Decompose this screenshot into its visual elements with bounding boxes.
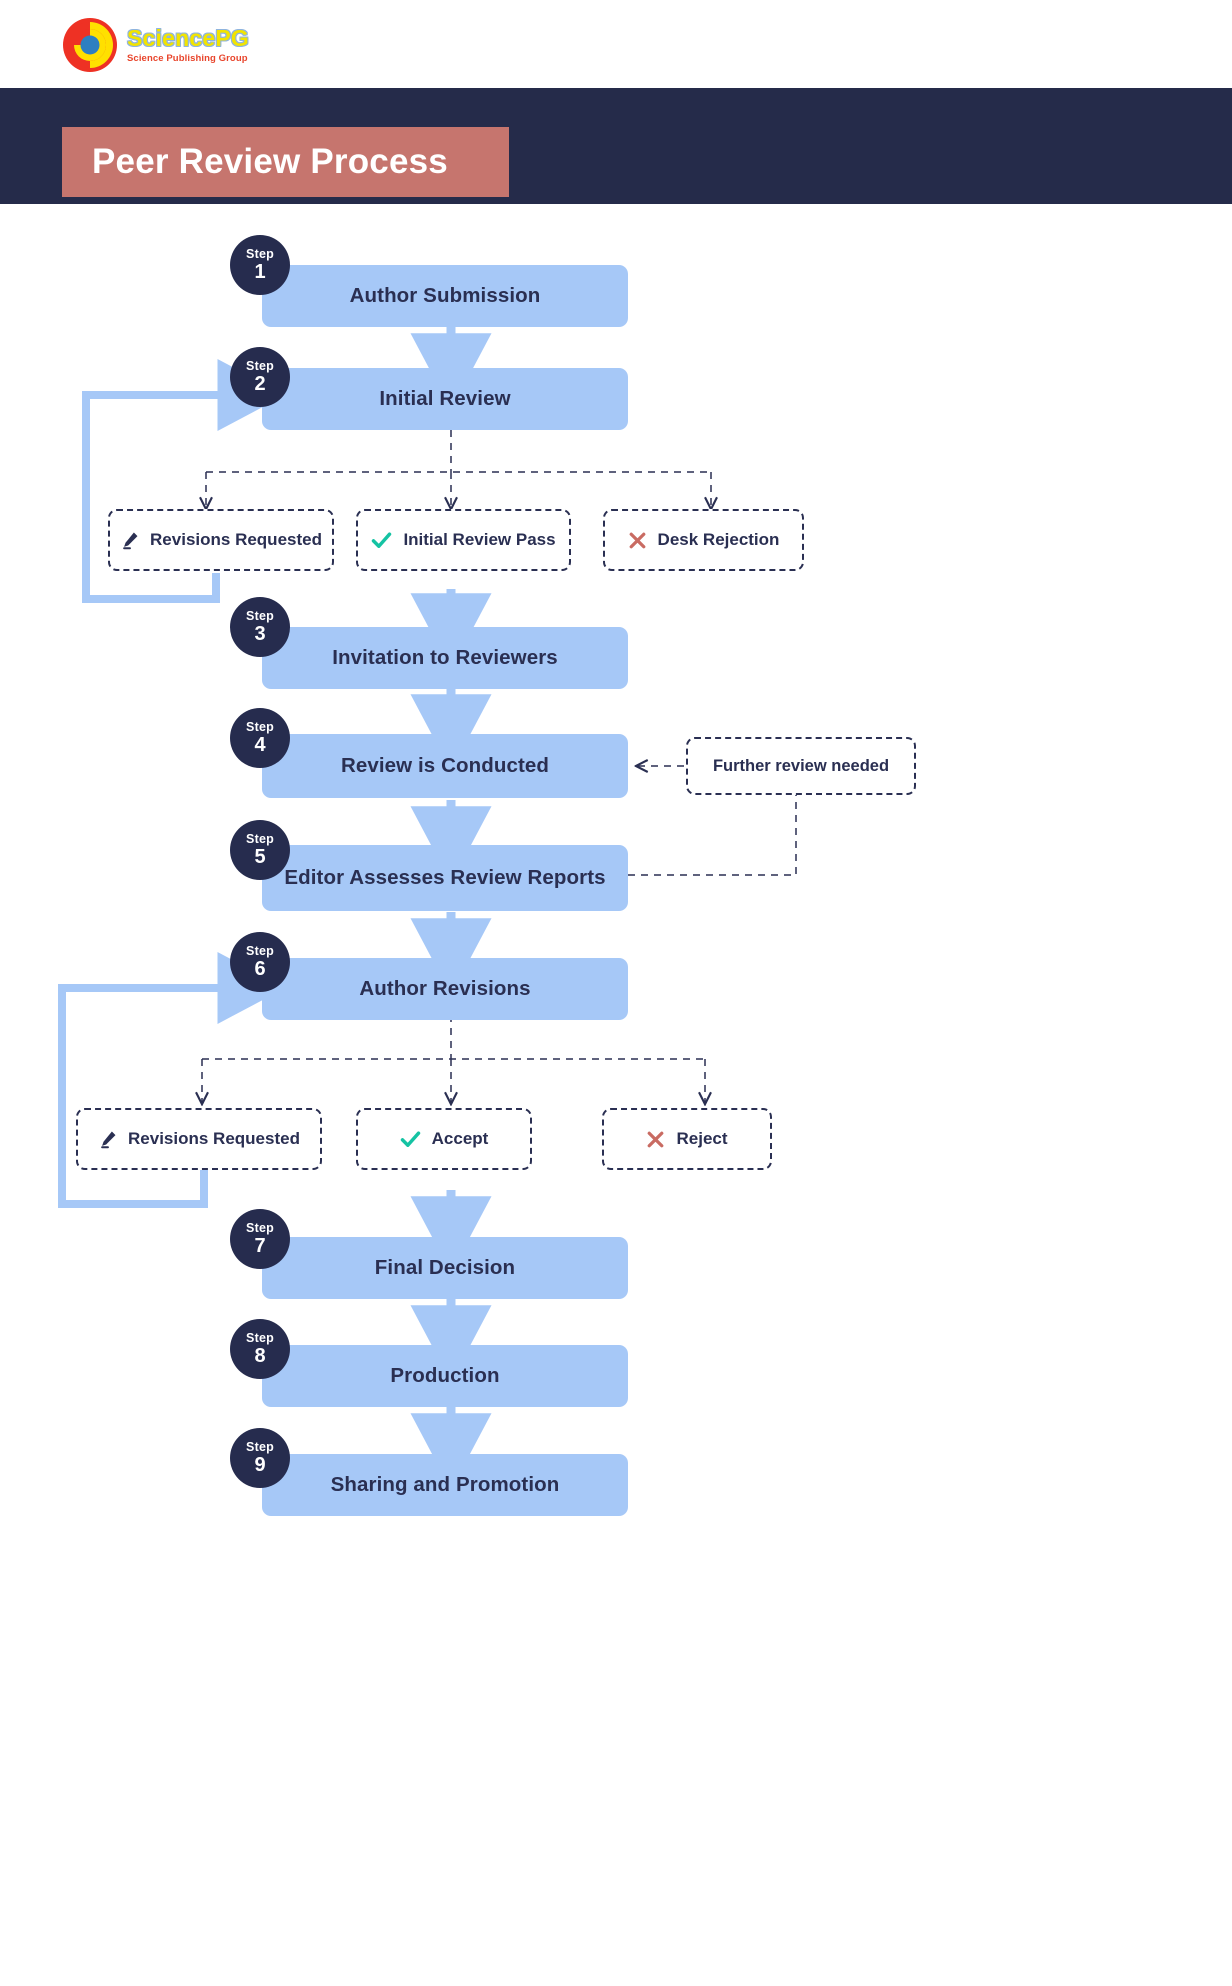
branch-desk-rejection[interactable]: Desk Rejection — [603, 509, 804, 571]
step-badge-9: Step 9 — [230, 1428, 290, 1488]
step-badge-number-5: 5 — [254, 846, 266, 869]
step-badge-number-9: 9 — [254, 1454, 266, 1477]
step-badge-label-1: Step — [246, 246, 274, 261]
step-badge-1: Step 1 — [230, 235, 290, 295]
site-logo[interactable]: SciencePG Science Publishing Group — [62, 17, 249, 73]
branch-label: Revisions Requested — [128, 1129, 300, 1148]
step-badge-label-3: Step — [246, 608, 274, 623]
cross-icon — [646, 1130, 665, 1149]
logo-title: SciencePG — [127, 24, 249, 51]
step-box-8[interactable]: Production — [262, 1345, 628, 1407]
step-badge-number-6: 6 — [254, 958, 266, 981]
step-box-5[interactable]: Editor Assesses Review Reports — [262, 845, 628, 911]
page-title: Peer Review Process — [92, 142, 448, 181]
step-title-9: Sharing and Promotion — [330, 1473, 560, 1496]
side-note-label: Further review needed — [712, 756, 890, 775]
step-badge-label-2: Step — [246, 358, 274, 373]
step-badge-label-9: Step — [246, 1439, 274, 1454]
branch-label: Accept — [431, 1129, 489, 1148]
step-badge-label-7: Step — [246, 1220, 274, 1235]
step-badge-label-8: Step — [246, 1330, 274, 1345]
sciencepg-circular-logo-icon — [62, 17, 118, 73]
step-badge-4: Step 4 — [230, 708, 290, 768]
check-icon — [371, 530, 392, 551]
branch-label: Desk Rejection — [657, 530, 780, 549]
branch-label: Reject — [676, 1129, 728, 1148]
step-badge-number-4: 4 — [254, 734, 266, 757]
step-badge-6: Step 6 — [230, 932, 290, 992]
step-title-4: Review is Conducted — [340, 754, 550, 777]
branch-revisions-requested-1[interactable]: Revisions Requested — [108, 509, 334, 571]
branch-label: Revisions Requested — [150, 530, 322, 549]
step-badge-7: Step 7 — [230, 1209, 290, 1269]
step-box-2[interactable]: Initial Review — [262, 368, 628, 430]
page-title-banner: Peer Review Process — [62, 127, 509, 197]
step-title-7: Final Decision — [374, 1256, 516, 1279]
step-box-7[interactable]: Final Decision — [262, 1237, 628, 1299]
step-badge-number-8: 8 — [254, 1345, 266, 1368]
step-badge-3: Step 3 — [230, 597, 290, 657]
step-box-1[interactable]: Author Submission — [262, 265, 628, 327]
logo-bar: SciencePG Science Publishing Group — [0, 0, 1232, 88]
step-badge-8: Step 8 — [230, 1319, 290, 1379]
pencil-icon — [98, 1130, 117, 1149]
step-box-9[interactable]: Sharing and Promotion — [262, 1454, 628, 1516]
step-title-2: Initial Review — [379, 387, 511, 410]
step-badge-number-7: 7 — [254, 1235, 266, 1258]
step-title-1: Author Submission — [349, 284, 541, 307]
pencil-icon — [120, 531, 139, 550]
check-icon — [400, 1129, 421, 1150]
side-note-further-review-needed[interactable]: Further review needed — [686, 737, 916, 795]
step-title-5: Editor Assesses Review Reports — [284, 866, 606, 889]
flow-connectors — [58, 327, 797, 1490]
step-badge-label-4: Step — [246, 719, 274, 734]
step-title-8: Production — [390, 1364, 500, 1387]
branch-label: Initial Review Pass — [403, 530, 556, 549]
step-badge-label-6: Step — [246, 943, 274, 958]
step-badge-number-2: 2 — [254, 373, 266, 396]
step-badge-number-1: 1 — [254, 261, 266, 284]
logo-subtitle: Science Publishing Group — [127, 53, 248, 65]
step-title-3: Invitation to Reviewers — [332, 646, 558, 669]
step-badge-number-3: 3 — [254, 623, 266, 646]
step-box-6[interactable]: Author Revisions — [262, 958, 628, 1020]
branch-reject[interactable]: Reject — [602, 1108, 772, 1170]
branch-revisions-requested-2[interactable]: Revisions Requested — [76, 1108, 322, 1170]
flowchart-canvas: Author Submission Step 1 Initial Review … — [0, 204, 1232, 1986]
step-badge-label-5: Step — [246, 831, 274, 846]
step-title-6: Author Revisions — [359, 977, 531, 1000]
step-badge-2: Step 2 — [230, 347, 290, 407]
step-box-4[interactable]: Review is Conducted — [262, 734, 628, 798]
step-badge-5: Step 5 — [230, 820, 290, 880]
branch-accept[interactable]: Accept — [356, 1108, 532, 1170]
branch-initial-review-pass[interactable]: Initial Review Pass — [356, 509, 571, 571]
step-box-3[interactable]: Invitation to Reviewers — [262, 627, 628, 689]
cross-icon — [628, 531, 647, 550]
